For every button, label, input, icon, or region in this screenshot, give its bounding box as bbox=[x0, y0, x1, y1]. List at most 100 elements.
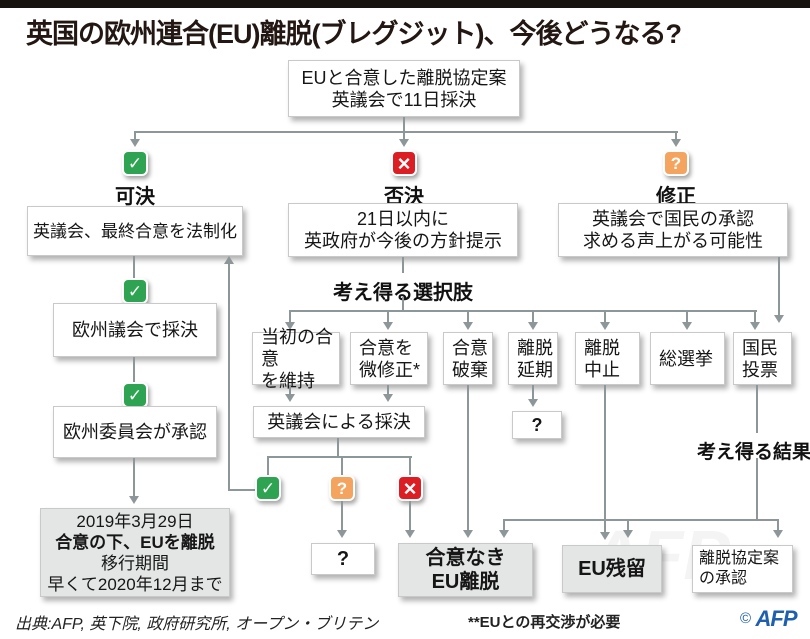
start-line2: 英議会で11日採決 bbox=[331, 89, 477, 110]
branch-amend-label: 修正 bbox=[656, 186, 696, 208]
option-cancel-line1: 離脱 bbox=[584, 337, 620, 358]
amend-box-line1: 英議会で国民の承認 bbox=[592, 209, 754, 229]
arrow-down-icon bbox=[600, 322, 610, 330]
branch-reject-label: 否決 bbox=[384, 186, 424, 208]
ep-vote-text: 欧州議会で採決 bbox=[72, 320, 198, 340]
connector-line bbox=[133, 458, 135, 498]
arrow-down-icon bbox=[773, 530, 783, 538]
connector-line bbox=[467, 310, 469, 323]
parliament-vote-text: 英議会による採決 bbox=[267, 412, 411, 432]
check-icon: ✓ bbox=[122, 150, 148, 176]
check-glyph: ✓ bbox=[127, 153, 143, 173]
check-glyph: ✓ bbox=[260, 478, 276, 498]
connector-line bbox=[134, 131, 678, 133]
reject-box: 21日以内に 英政府が今後の方針提示 bbox=[288, 203, 518, 257]
cross-icon: × bbox=[397, 475, 423, 501]
question-icon: ? bbox=[329, 475, 355, 501]
start-box: EUと合意した離脱協定案 英議会で11日採決 bbox=[288, 60, 520, 117]
connector-line bbox=[402, 257, 404, 273]
connector-line bbox=[134, 131, 136, 140]
connector-line bbox=[756, 385, 758, 433]
option-referendum-box: 国民 投票 bbox=[733, 332, 792, 385]
arrow-down-icon bbox=[463, 530, 473, 538]
connector-line bbox=[229, 489, 257, 491]
connector-line bbox=[289, 385, 291, 395]
connector-line bbox=[503, 519, 505, 531]
option-tweak-line2: 微修正* bbox=[359, 359, 421, 380]
question-mark-text: ? bbox=[336, 548, 350, 570]
option-keep-line2: を維持 bbox=[261, 370, 315, 391]
connector-line bbox=[777, 519, 779, 531]
connector-line bbox=[627, 519, 629, 531]
check-icon: ✓ bbox=[122, 278, 148, 304]
question-glyph: ? bbox=[336, 478, 348, 498]
connector-line bbox=[289, 310, 757, 312]
option-delay-box: 離脱 延期 bbox=[508, 332, 558, 385]
pass-box-text: 英議会、最終合意を法制化 bbox=[33, 221, 237, 241]
arrow-down-icon bbox=[405, 530, 415, 538]
arrow-down-icon bbox=[682, 322, 692, 330]
start-line1: EUと合意した離脱協定案 bbox=[301, 67, 507, 88]
connector-line bbox=[532, 310, 534, 323]
option-keep-box: 当初の合意 を維持 bbox=[252, 327, 340, 391]
connector-line bbox=[675, 131, 677, 140]
arrow-down-icon bbox=[383, 322, 393, 330]
afp-credit: © AFP bbox=[740, 606, 798, 632]
option-tweak-box: 合意を 微修正* bbox=[350, 332, 428, 385]
afp-logo: AFP bbox=[755, 606, 798, 631]
cross-icon: × bbox=[391, 150, 417, 176]
final-exit-box: 2019年3月29日 合意の下、EUを離脱 移行期間 早くて2020年12月まで bbox=[40, 508, 230, 597]
final-line2: 合意の下、EUを離脱 bbox=[55, 532, 215, 552]
approval-line1: 離脱協定案 bbox=[699, 550, 780, 567]
option-referendum-line1: 国民 bbox=[742, 337, 778, 358]
connector-line bbox=[289, 310, 291, 323]
ec-approve-text: 欧州委員会が承認 bbox=[63, 422, 207, 442]
option-scrap-line2: 破棄 bbox=[452, 359, 488, 380]
amend-question-box: ? bbox=[311, 543, 375, 575]
page-title: 英国の欧州連合(EU)離脱(ブレグジット)、今後どうなる? bbox=[26, 19, 682, 49]
connector-line bbox=[337, 438, 339, 457]
option-election-label: 総選挙 bbox=[659, 348, 713, 369]
connector-line bbox=[778, 257, 780, 316]
question-mark-text: ? bbox=[531, 415, 543, 435]
connector-line bbox=[267, 456, 412, 458]
no-deal-line1: 合意なき bbox=[425, 547, 506, 569]
connector-line bbox=[409, 501, 411, 531]
arrow-down-icon bbox=[671, 139, 681, 147]
top-bar bbox=[0, 0, 810, 8]
connector-line bbox=[604, 385, 606, 533]
approval-line2: の承認 bbox=[699, 570, 748, 587]
connector-line bbox=[341, 456, 343, 475]
connector-line bbox=[754, 310, 756, 323]
connector-line bbox=[341, 501, 343, 531]
arrow-down-icon bbox=[600, 532, 610, 540]
connector-line bbox=[604, 310, 606, 323]
check-icon: ✓ bbox=[255, 475, 281, 501]
option-scrap-line1: 合意 bbox=[452, 337, 488, 358]
no-deal-line2: EU離脱 bbox=[431, 571, 500, 593]
connector-line bbox=[467, 385, 469, 531]
connector-line bbox=[133, 256, 135, 280]
check-glyph: ✓ bbox=[127, 281, 143, 301]
connector-line bbox=[503, 519, 779, 521]
amend-box: 英議会で国民の承認 求める声上がる可能性 bbox=[558, 203, 788, 257]
option-delay-line2: 延期 bbox=[517, 359, 553, 380]
delay-question-box: ? bbox=[512, 411, 562, 439]
ep-vote-box: 欧州議会で採決 bbox=[53, 303, 217, 357]
outcomes-header: 考え得る結果 bbox=[697, 442, 810, 463]
cross-glyph: × bbox=[403, 475, 417, 501]
approval-box: 離脱協定案 の承認 bbox=[692, 545, 793, 593]
connector-line bbox=[267, 456, 269, 475]
source-text: 出典:AFP, 英下院, 政府研究所, オープン・ブリテン bbox=[15, 616, 379, 633]
arrow-down-icon bbox=[399, 139, 409, 147]
option-election-box: 総選挙 bbox=[650, 332, 725, 385]
remain-box: EU残留 bbox=[562, 545, 662, 593]
ec-approve-box: 欧州委員会が承認 bbox=[53, 406, 217, 458]
connector-line bbox=[756, 458, 758, 520]
arrow-down-icon bbox=[285, 322, 295, 330]
option-delay-line1: 離脱 bbox=[517, 337, 553, 358]
footnote-text: **EUとの再交渉が必要 bbox=[468, 614, 621, 631]
arrow-down-icon bbox=[337, 530, 347, 538]
no-deal-box: 合意なき EU離脱 bbox=[398, 543, 533, 597]
